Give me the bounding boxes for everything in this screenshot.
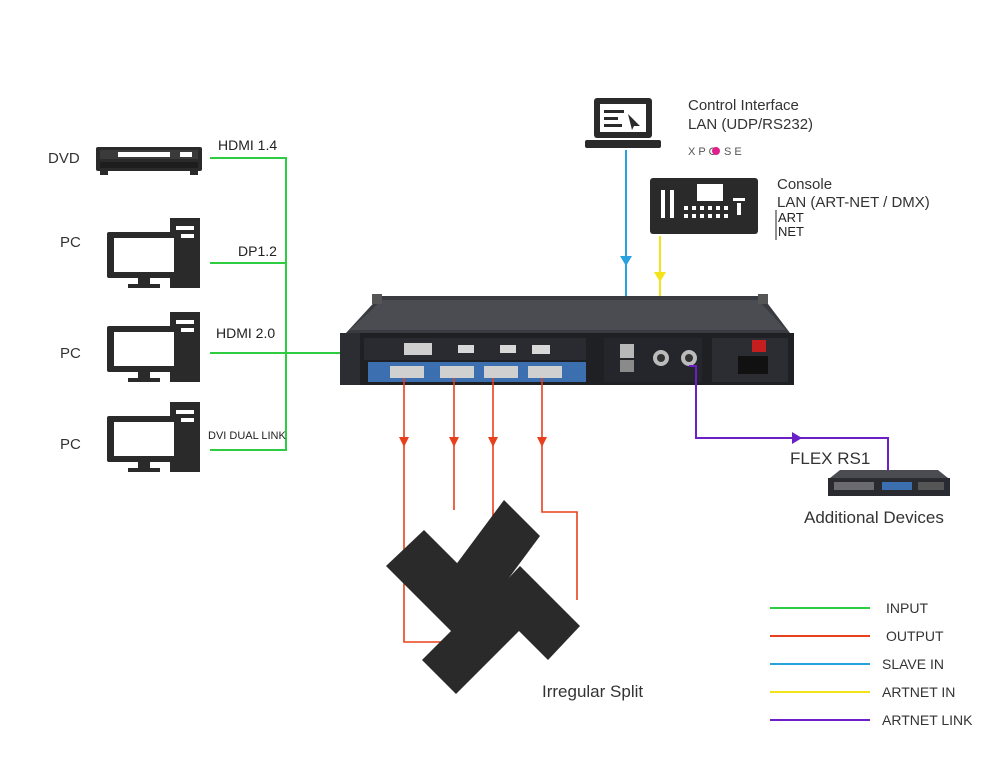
pc-icon: [107, 312, 200, 382]
pc-icon: [107, 218, 200, 288]
legend-label: ARTNET LINK: [882, 712, 973, 728]
legend: [770, 607, 870, 721]
legend-label: OUTPUT: [886, 628, 944, 644]
source-device-label: PC: [60, 345, 81, 362]
control-interface-title: Control Interface: [688, 97, 799, 114]
legend-label: ARTNET IN: [882, 684, 956, 700]
irregular-split-display: [386, 500, 580, 694]
laptop-icon: [585, 98, 661, 148]
svg-text:ART: ART: [778, 210, 804, 225]
flex-rs1-label: FLEX RS1: [790, 449, 871, 468]
svg-text:XPO: XPO: [688, 146, 720, 158]
dvd-player-icon: [96, 147, 202, 175]
control-interface-subtitle: LAN (UDP/RS232): [688, 116, 814, 133]
source-device-label: PC: [60, 234, 81, 251]
port-label: HDMI 1.4: [218, 137, 278, 153]
flex-rs1-device: [828, 470, 950, 496]
source-device-label: DVD: [48, 150, 80, 167]
artnet-link-connection: [689, 365, 889, 470]
additional-devices-label: Additional Devices: [804, 508, 944, 527]
port-label: DVI DUAL LINK: [208, 430, 286, 442]
legend-label: SLAVE IN: [882, 656, 944, 672]
xpose-logo: XPO SE: [688, 146, 745, 158]
artnet-logo: ART NET: [775, 210, 804, 240]
lighting-console-icon: [650, 178, 758, 234]
pc-icon: [107, 402, 200, 472]
irregular-split-label: Irregular Split: [542, 682, 644, 701]
legend-label: INPUT: [886, 600, 928, 616]
port-label: DP1.2: [238, 243, 277, 259]
main-processor-unit: [340, 294, 794, 385]
source-device-label: PC: [60, 436, 81, 453]
port-label: HDMI 2.0: [216, 325, 276, 341]
console-subtitle: LAN (ART-NET / DMX): [777, 194, 930, 211]
output-arrowheads: [399, 437, 547, 447]
svg-text:SE: SE: [724, 146, 745, 158]
svg-text:NET: NET: [778, 224, 804, 239]
console-title: Console: [777, 176, 833, 193]
